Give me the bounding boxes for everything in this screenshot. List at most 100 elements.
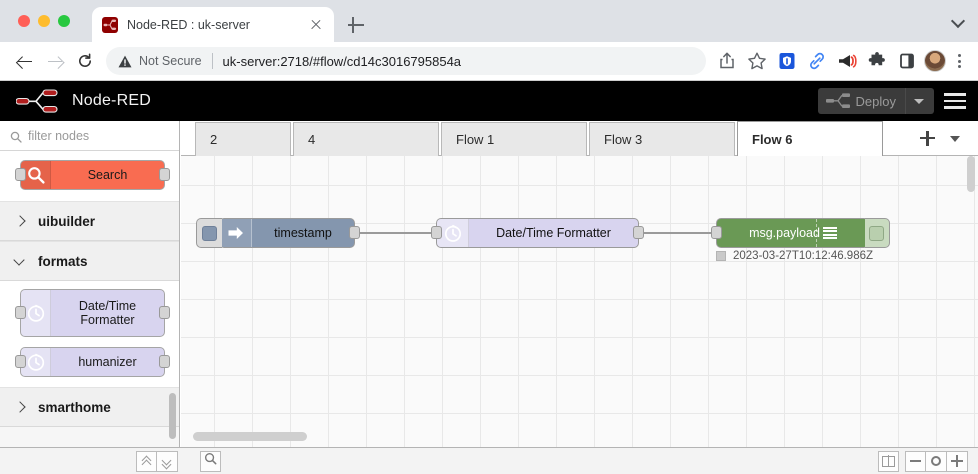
browser-tab[interactable]: Node-RED : uk-server (92, 7, 334, 42)
megaphone-icon[interactable] (834, 48, 860, 74)
navigator-button[interactable] (878, 450, 899, 472)
forward-button[interactable] (40, 46, 70, 76)
window-controls[interactable] (18, 15, 70, 27)
flow-list-menu-button[interactable] (942, 124, 968, 152)
flow-tab-2[interactable]: 2 (195, 122, 291, 156)
node-output-port[interactable] (349, 226, 360, 239)
close-window-button[interactable] (18, 15, 30, 27)
palette-category-uibuilder[interactable]: uibuilder (0, 201, 179, 241)
node-output-port[interactable] (633, 226, 644, 239)
palette-node-label: Date/Time Formatter (78, 299, 137, 327)
palette-node-label: Search (87, 168, 128, 182)
node-label: msg.payload (749, 226, 820, 240)
zoom-out-button[interactable] (905, 450, 926, 472)
warning-triangle-icon[interactable] (118, 55, 132, 68)
deploy-button[interactable]: Deploy (817, 88, 934, 114)
puzzle-extension-icon[interactable] (864, 48, 890, 74)
arrow-right-icon (220, 219, 252, 247)
share-icon[interactable] (714, 48, 740, 74)
maximize-window-button[interactable] (58, 15, 70, 27)
plus-icon (951, 455, 963, 467)
add-flow-button[interactable] (912, 124, 942, 152)
datetime-formatter-node[interactable]: Date/Time Formatter (431, 218, 644, 248)
collapse-all-button[interactable] (136, 450, 157, 472)
deploy-label: Deploy (855, 93, 896, 109)
clock-icon (437, 219, 469, 247)
palette-scroll-area: Search uibuilder formats (0, 151, 179, 456)
chevron-right-icon (14, 401, 26, 413)
status-text: 2023-03-27T10:12:46.986Z (733, 250, 874, 262)
flow-tab-flow-6[interactable]: Flow 6 (737, 121, 883, 156)
palette-node-humanizer[interactable]: humanizer (15, 347, 170, 377)
flow-tab-label: Flow 1 (456, 132, 495, 147)
flow-tab-label: Flow 6 (752, 131, 793, 147)
chevron-up-icon (141, 457, 152, 466)
node-input-port[interactable] (711, 226, 722, 239)
wire-inject-to-formatter (359, 232, 439, 235)
palette-scrollbar[interactable] (169, 393, 176, 439)
avatar[interactable] (924, 50, 946, 72)
node-label: timestamp (274, 226, 332, 240)
filter-nodes-input[interactable]: filter nodes (0, 121, 179, 151)
hamburger-menu-icon[interactable] (944, 93, 966, 109)
node-input-port[interactable] (431, 226, 442, 239)
debug-node[interactable]: msg.payload (711, 218, 890, 248)
palette-node-datetime-formatter[interactable]: Date/Time Formatter (15, 289, 170, 337)
node-input-port (15, 168, 26, 181)
url-text: uk-server:2718/#flow/cd14c3016795854a (222, 53, 462, 69)
shield-icon[interactable] (774, 48, 800, 74)
address-bar[interactable]: Not Secure uk-server:2718/#flow/cd14c301… (106, 47, 706, 75)
chevron-down-icon (162, 457, 173, 466)
canvas-grid (181, 156, 978, 447)
node-input-port (15, 355, 26, 368)
caret-down-icon[interactable] (906, 88, 932, 114)
link-icon[interactable] (804, 48, 830, 74)
inject-node[interactable]: timestamp (196, 218, 360, 248)
palette-category-smarthome[interactable]: smarthome (0, 387, 179, 427)
kebab-menu-icon[interactable] (948, 48, 970, 74)
debug-enable-button[interactable] (865, 218, 890, 248)
palette-node-search[interactable]: Search (15, 160, 170, 190)
flow-tab-label: 2 (210, 132, 218, 147)
canvas-vertical-scrollbar[interactable] (967, 156, 975, 192)
flow-tabbar-actions (912, 121, 978, 155)
reload-icon (77, 53, 93, 69)
browser-tab-title: Node-RED : uk-server (127, 17, 250, 32)
chevron-down-icon[interactable] (952, 15, 964, 27)
search-button[interactable] (200, 450, 221, 472)
zoom-reset-button[interactable] (926, 450, 947, 472)
expand-all-button[interactable] (157, 450, 178, 472)
flow-tab-label: Flow 3 (604, 132, 643, 147)
close-icon[interactable] (308, 17, 324, 33)
new-tab-button[interactable] (345, 14, 367, 36)
lines-icon (816, 219, 842, 247)
palette-top-node-wrap: Search (0, 151, 179, 201)
category-label: smarthome (38, 399, 111, 415)
circle-icon (931, 456, 941, 466)
back-button[interactable] (10, 46, 40, 76)
category-label: uibuilder (38, 213, 95, 229)
clock-icon (21, 290, 51, 336)
node-status: 2023-03-27T10:12:46.986Z (716, 250, 873, 262)
minimize-window-button[interactable] (38, 15, 50, 27)
clock-icon (21, 348, 51, 376)
flow-tab-flow-1[interactable]: Flow 1 (441, 122, 587, 156)
sidepanel-icon[interactable] (894, 48, 920, 74)
zoom-in-button[interactable] (947, 450, 968, 472)
nodered-title: Node-RED (72, 92, 151, 109)
browser-toolbar: Not Secure uk-server:2718/#flow/cd14c301… (0, 42, 978, 81)
flow-canvas[interactable]: timestamp Date/Time Formatter msg.payloa… (181, 156, 978, 447)
palette-category-formats[interactable]: formats (0, 241, 179, 281)
canvas-horizontal-scrollbar[interactable] (193, 432, 307, 441)
reload-button[interactable] (70, 46, 100, 76)
search-icon (10, 130, 22, 143)
chevron-down-icon (14, 255, 26, 267)
inject-trigger-button[interactable] (196, 218, 222, 248)
bookmark-star-icon[interactable] (744, 48, 770, 74)
flow-tab-4[interactable]: 4 (293, 122, 439, 156)
browser-tab-strip: Node-RED : uk-server (0, 0, 978, 42)
arrow-right-icon (48, 55, 62, 68)
flow-tab-flow-3[interactable]: Flow 3 (589, 122, 735, 156)
deploy-divider (905, 88, 906, 114)
